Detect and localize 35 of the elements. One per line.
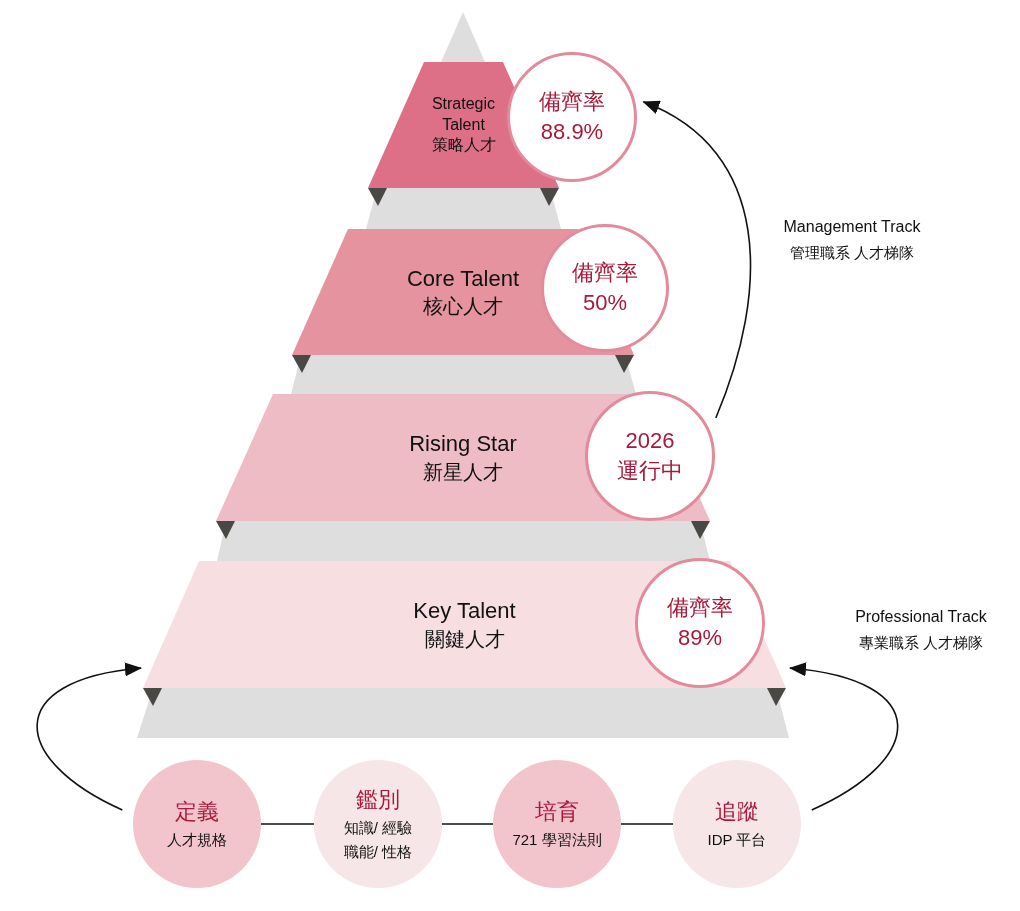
tier-title: Core Talent [406, 264, 520, 293]
tier-subtitle: 核心人才 [423, 294, 503, 320]
track-title: Professional Track [855, 607, 987, 627]
metric-value: 運行中 [617, 457, 683, 485]
step-title: 鑑別 [356, 786, 400, 814]
tier-subtitle: 策略人才 [431, 135, 496, 156]
tier-subtitle: 關鍵人才 [424, 626, 505, 652]
metric-label: 備齊率 [539, 88, 605, 116]
step-detail: 知識/ 經驗 [343, 818, 413, 838]
step-detail: 人才規格 [167, 830, 227, 850]
metric-value: 88.9% [540, 118, 604, 146]
curved-arrow [789, 663, 899, 811]
tier-title: Strategic Talent [431, 93, 496, 135]
track-subtitle: 管理職系 人才梯隊 [789, 243, 915, 263]
tier-title: Rising Star [409, 430, 517, 459]
track-subtitle: 專業職系 人才梯隊 [858, 633, 984, 653]
metric-value: 50% [582, 289, 627, 317]
track-title: Management Track [783, 217, 921, 237]
step-detail: IDP 平台 [707, 830, 767, 850]
connector-line [441, 823, 494, 825]
step-title: 定義 [175, 798, 219, 826]
step-detail: 職能/ 性格 [343, 842, 413, 862]
step-title: 追蹤 [715, 798, 759, 826]
step-detail: 721 學習法則 [512, 830, 602, 850]
metric-label: 2026 [625, 427, 675, 455]
connector-line [620, 823, 674, 825]
step-title: 培育 [535, 798, 579, 826]
tier-title: Key Talent [413, 597, 516, 626]
metric-label: 備齊率 [572, 259, 638, 287]
connector-line [260, 823, 315, 825]
metric-value: 89% [677, 624, 722, 652]
metric-label: 備齊率 [667, 594, 733, 622]
curved-arrow [642, 101, 752, 419]
tier-subtitle: 新星人才 [423, 459, 503, 485]
curved-arrow [36, 663, 142, 811]
